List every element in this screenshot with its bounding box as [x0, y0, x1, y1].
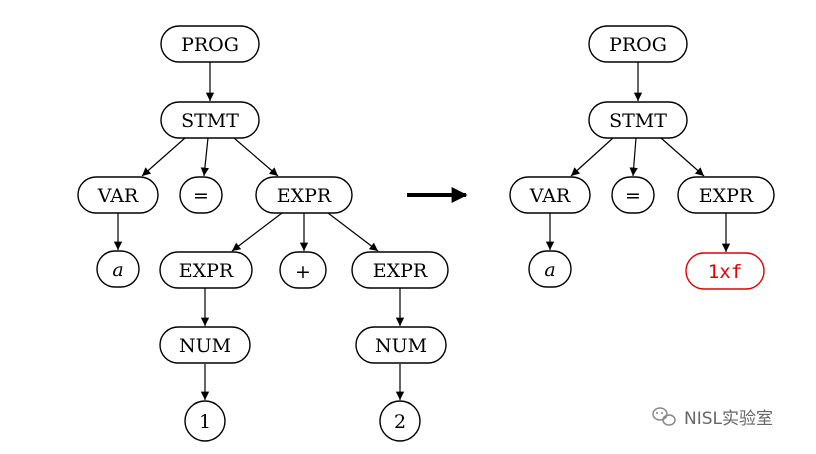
r-node-var-a: a — [528, 250, 572, 288]
r-node-eq: = — [611, 176, 655, 214]
node-expr-right: EXPR — [351, 251, 449, 289]
r-edge-stmt-expr — [660, 137, 705, 177]
r-node-expr-label: EXPR — [699, 185, 754, 207]
edge-expr-exprright — [327, 212, 379, 252]
wechat-icon — [652, 407, 676, 426]
node-two-label: 2 — [394, 411, 406, 433]
r-node-prog: PROG — [588, 25, 688, 63]
node-num-right-label: NUM — [375, 335, 427, 357]
edge-expr-exprleft — [231, 212, 283, 252]
edge-stmt-eq — [200, 137, 210, 177]
r-node-const: 1xf — [685, 252, 765, 290]
node-var: VAR — [77, 176, 159, 214]
node-one-label: 1 — [199, 411, 211, 433]
right-edges — [545, 62, 731, 252]
watermark: NISL实验室 — [652, 407, 773, 429]
node-expr-label: EXPR — [277, 185, 332, 207]
node-eq-label: = — [193, 185, 209, 207]
edge-stmt-var — [141, 137, 186, 177]
node-var-label: VAR — [97, 185, 139, 207]
node-expr-right-label: EXPR — [373, 260, 428, 282]
node-one: 1 — [184, 400, 226, 442]
r-node-const-label: 1xf — [708, 261, 742, 283]
left-edges — [113, 62, 405, 400]
edge-stmt-expr — [233, 137, 279, 177]
node-num-right: NUM — [355, 326, 447, 364]
node-prog: PROG — [160, 25, 260, 63]
node-stmt-label: STMT — [181, 110, 239, 132]
node-num-left-label: NUM — [179, 335, 231, 357]
node-plus-label: + — [295, 261, 311, 283]
node-eq: = — [179, 176, 223, 214]
node-prog-label: PROG — [181, 34, 239, 56]
left-tree: PROG STMT VAR = EXPR a EXPR + — [77, 25, 449, 442]
node-expr-left-label: EXPR — [179, 260, 234, 282]
node-plus: + — [279, 251, 327, 289]
r-node-var: VAR — [509, 176, 591, 214]
node-num-left: NUM — [159, 326, 251, 364]
node-expr: EXPR — [255, 176, 353, 214]
r-node-var-label: VAR — [529, 185, 571, 207]
node-expr-left: EXPR — [159, 251, 253, 289]
r-edge-stmt-var — [570, 137, 614, 177]
node-var-a-label: a — [112, 259, 123, 281]
watermark-text: NISL实验室 — [684, 409, 773, 429]
r-node-stmt-label: STMT — [609, 110, 667, 132]
node-two: 2 — [379, 400, 421, 442]
node-stmt: STMT — [160, 101, 260, 139]
r-node-expr: EXPR — [677, 176, 775, 214]
r-node-var-a-label: a — [544, 259, 555, 281]
node-var-a: a — [96, 250, 140, 288]
r-edge-stmt-eq — [629, 137, 638, 177]
r-node-eq-label: = — [625, 185, 641, 207]
r-node-prog-label: PROG — [609, 34, 667, 56]
right-tree: PROG STMT VAR = EXPR a 1xf — [509, 25, 775, 290]
r-node-stmt: STMT — [588, 101, 688, 139]
